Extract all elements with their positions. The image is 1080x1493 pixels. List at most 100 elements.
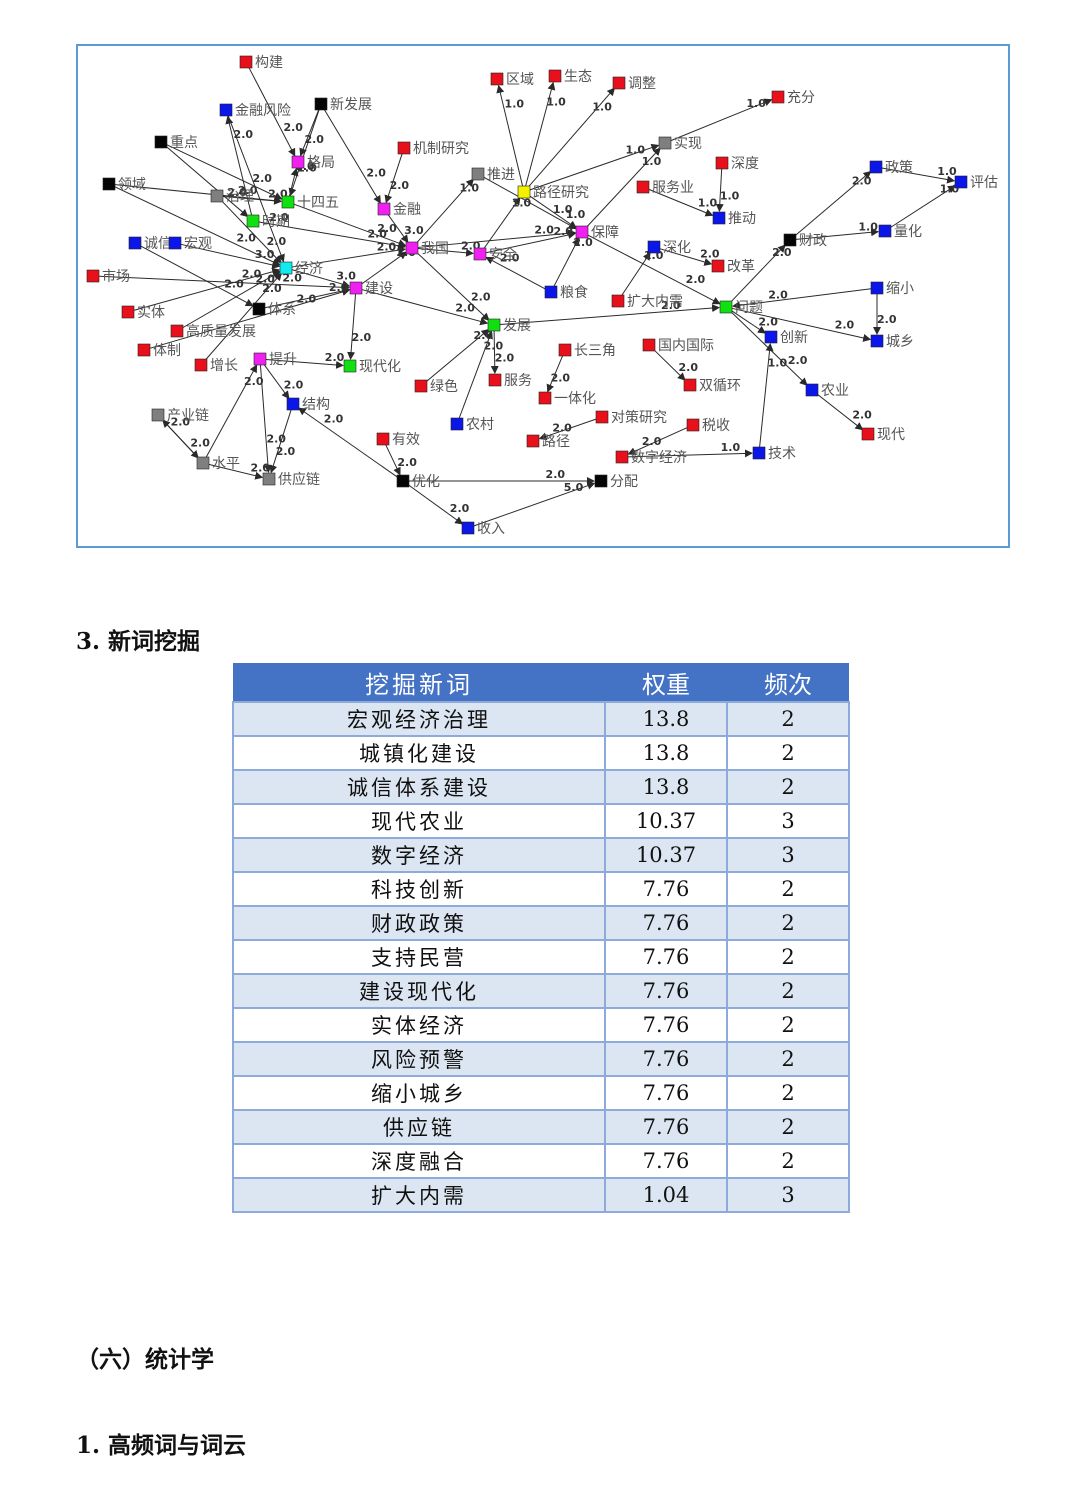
edge-tizhi-jianshe — [149, 288, 351, 349]
node-label: 发展 — [503, 318, 531, 334]
node-marker — [121, 305, 135, 319]
cell-frequency: 2 — [726, 1007, 850, 1043]
edge-nongye-xiandai — [816, 393, 864, 431]
node-tiaozheng: 调整 — [612, 76, 656, 92]
node-marker — [686, 418, 700, 432]
edge-weight-label: 2.0 — [852, 409, 872, 422]
edge-shuishou-shuzijingji — [627, 427, 688, 455]
node-label: 对策研究 — [611, 409, 667, 426]
node-label: 量化 — [894, 224, 922, 240]
node-marker — [642, 338, 656, 352]
node-marker — [764, 330, 778, 344]
node-label: 金融 — [393, 202, 421, 218]
edge-weight-label: 2.0 — [255, 273, 275, 286]
node-nongye: 农业 — [805, 383, 849, 399]
node-fenpei: 分配 — [594, 474, 638, 490]
column-header-frequency: 频次 — [727, 663, 849, 702]
edge-weight-label: 2.0 — [474, 329, 494, 342]
cell-frequency: 3 — [726, 1177, 850, 1213]
node-marker — [281, 195, 295, 209]
edge-liangshi-anquan — [485, 256, 546, 290]
edge-weight-label: 2.0 — [397, 456, 417, 469]
node-label: 提升 — [269, 352, 297, 368]
edge-weight-label: 2.0 — [234, 128, 254, 141]
subsection-heading-high-frequency-words: 1. 高频词与词云 — [76, 1432, 247, 1459]
edge-woguo-baozhang — [417, 229, 577, 248]
node-youxiao: 有效 — [376, 432, 420, 448]
node-label: 水平 — [212, 456, 240, 472]
node-label: 结构 — [302, 397, 330, 413]
node-yitihua: 一体化 — [538, 391, 596, 407]
node-nongcun: 农村 — [450, 417, 494, 433]
node-label: 机制研究 — [413, 141, 469, 157]
edge-weight-label: 2.0 — [788, 354, 808, 367]
node-marker — [170, 324, 184, 338]
node-label: 保障 — [591, 225, 619, 241]
node-label: 农村 — [466, 417, 494, 433]
edge-weight-label: 2.0 — [553, 225, 573, 238]
cell-word: 支持民营 — [232, 939, 606, 975]
cell-frequency: 2 — [726, 769, 850, 805]
cell-weight: 7.76 — [604, 1041, 728, 1077]
edge-weight-label: 2.0 — [661, 299, 681, 312]
node-wenti: 问题 — [719, 300, 763, 316]
edge-zengzhang-jingji — [204, 272, 283, 361]
edge-weight-label: 2.0 — [262, 282, 282, 295]
section-heading-new-word-mining: 3. 新词挖掘 — [76, 628, 201, 655]
cell-weight: 7.76 — [604, 1007, 728, 1043]
node-label: 新发展 — [330, 97, 372, 113]
node-duiceyanjiu: 对策研究 — [595, 409, 667, 426]
node-label: 我国 — [421, 241, 449, 257]
node-marker — [488, 373, 502, 387]
node-marker — [712, 211, 726, 225]
node-label: 深化 — [663, 240, 691, 256]
node-shuzijingji: 数字经济 — [615, 450, 687, 466]
cell-frequency: 2 — [726, 1143, 850, 1179]
edge-weight-label: 2.0 — [238, 184, 258, 197]
node-label: 问题 — [735, 300, 763, 316]
edge-weight-label: 1.0 — [937, 165, 957, 178]
node-marker — [805, 383, 819, 397]
edge-weight-label: 1.0 — [460, 182, 480, 195]
cell-frequency: 3 — [726, 803, 850, 839]
node-tixi: 体系 — [252, 302, 296, 318]
edge-shenhua-gaige — [659, 248, 713, 266]
node-label: 推进 — [487, 167, 515, 183]
node-liangshi: 粮食 — [544, 284, 588, 301]
edge-weight-label: 2.0 — [236, 231, 256, 244]
edge-weight-label: 2.0 — [284, 378, 304, 391]
node-label: 格局 — [307, 155, 335, 171]
node-marker — [771, 90, 785, 104]
node-shiqi: 时期 — [246, 214, 290, 230]
edge-weight-label: 1.0 — [940, 183, 960, 196]
edge-weight-label: 2.0 — [329, 281, 349, 294]
edge-lvse-fazhan — [425, 328, 490, 383]
edge-chengxin-tixi — [140, 245, 254, 307]
node-shuiping: 水平 — [196, 456, 240, 472]
node-marker — [954, 175, 968, 189]
edge-tuijin-baozhang — [482, 176, 577, 230]
edge-weight-label: 3.0 — [336, 269, 356, 282]
node-jinrongfengxian: 金融风险 — [219, 103, 291, 119]
node-label: 城乡 — [886, 334, 914, 350]
node-shichang: 市场 — [86, 268, 130, 285]
node-youhua: 优化 — [396, 474, 440, 490]
cell-word: 城镇化建设 — [232, 735, 606, 771]
node-woguo: 我国 — [405, 241, 449, 257]
edge-jianshe-woguo — [360, 251, 408, 285]
node-marker — [252, 302, 266, 316]
node-tizhi: 体制 — [137, 343, 181, 359]
node-label: 诚信 — [144, 236, 172, 252]
cell-word: 财政政策 — [232, 905, 606, 941]
column-header-word: 挖掘新词 — [233, 663, 605, 702]
node-label: 评估 — [970, 175, 998, 191]
cell-weight: 7.76 — [604, 871, 728, 907]
edge-shendu-tuidong — [715, 168, 724, 213]
edge-weight-label: 2.0 — [686, 273, 706, 286]
table-header-row: 挖掘新词 权重 频次 — [233, 663, 849, 702]
edge-weight-label: 2.0 — [171, 415, 191, 428]
edge-weight-label: 1.0 — [566, 208, 586, 221]
